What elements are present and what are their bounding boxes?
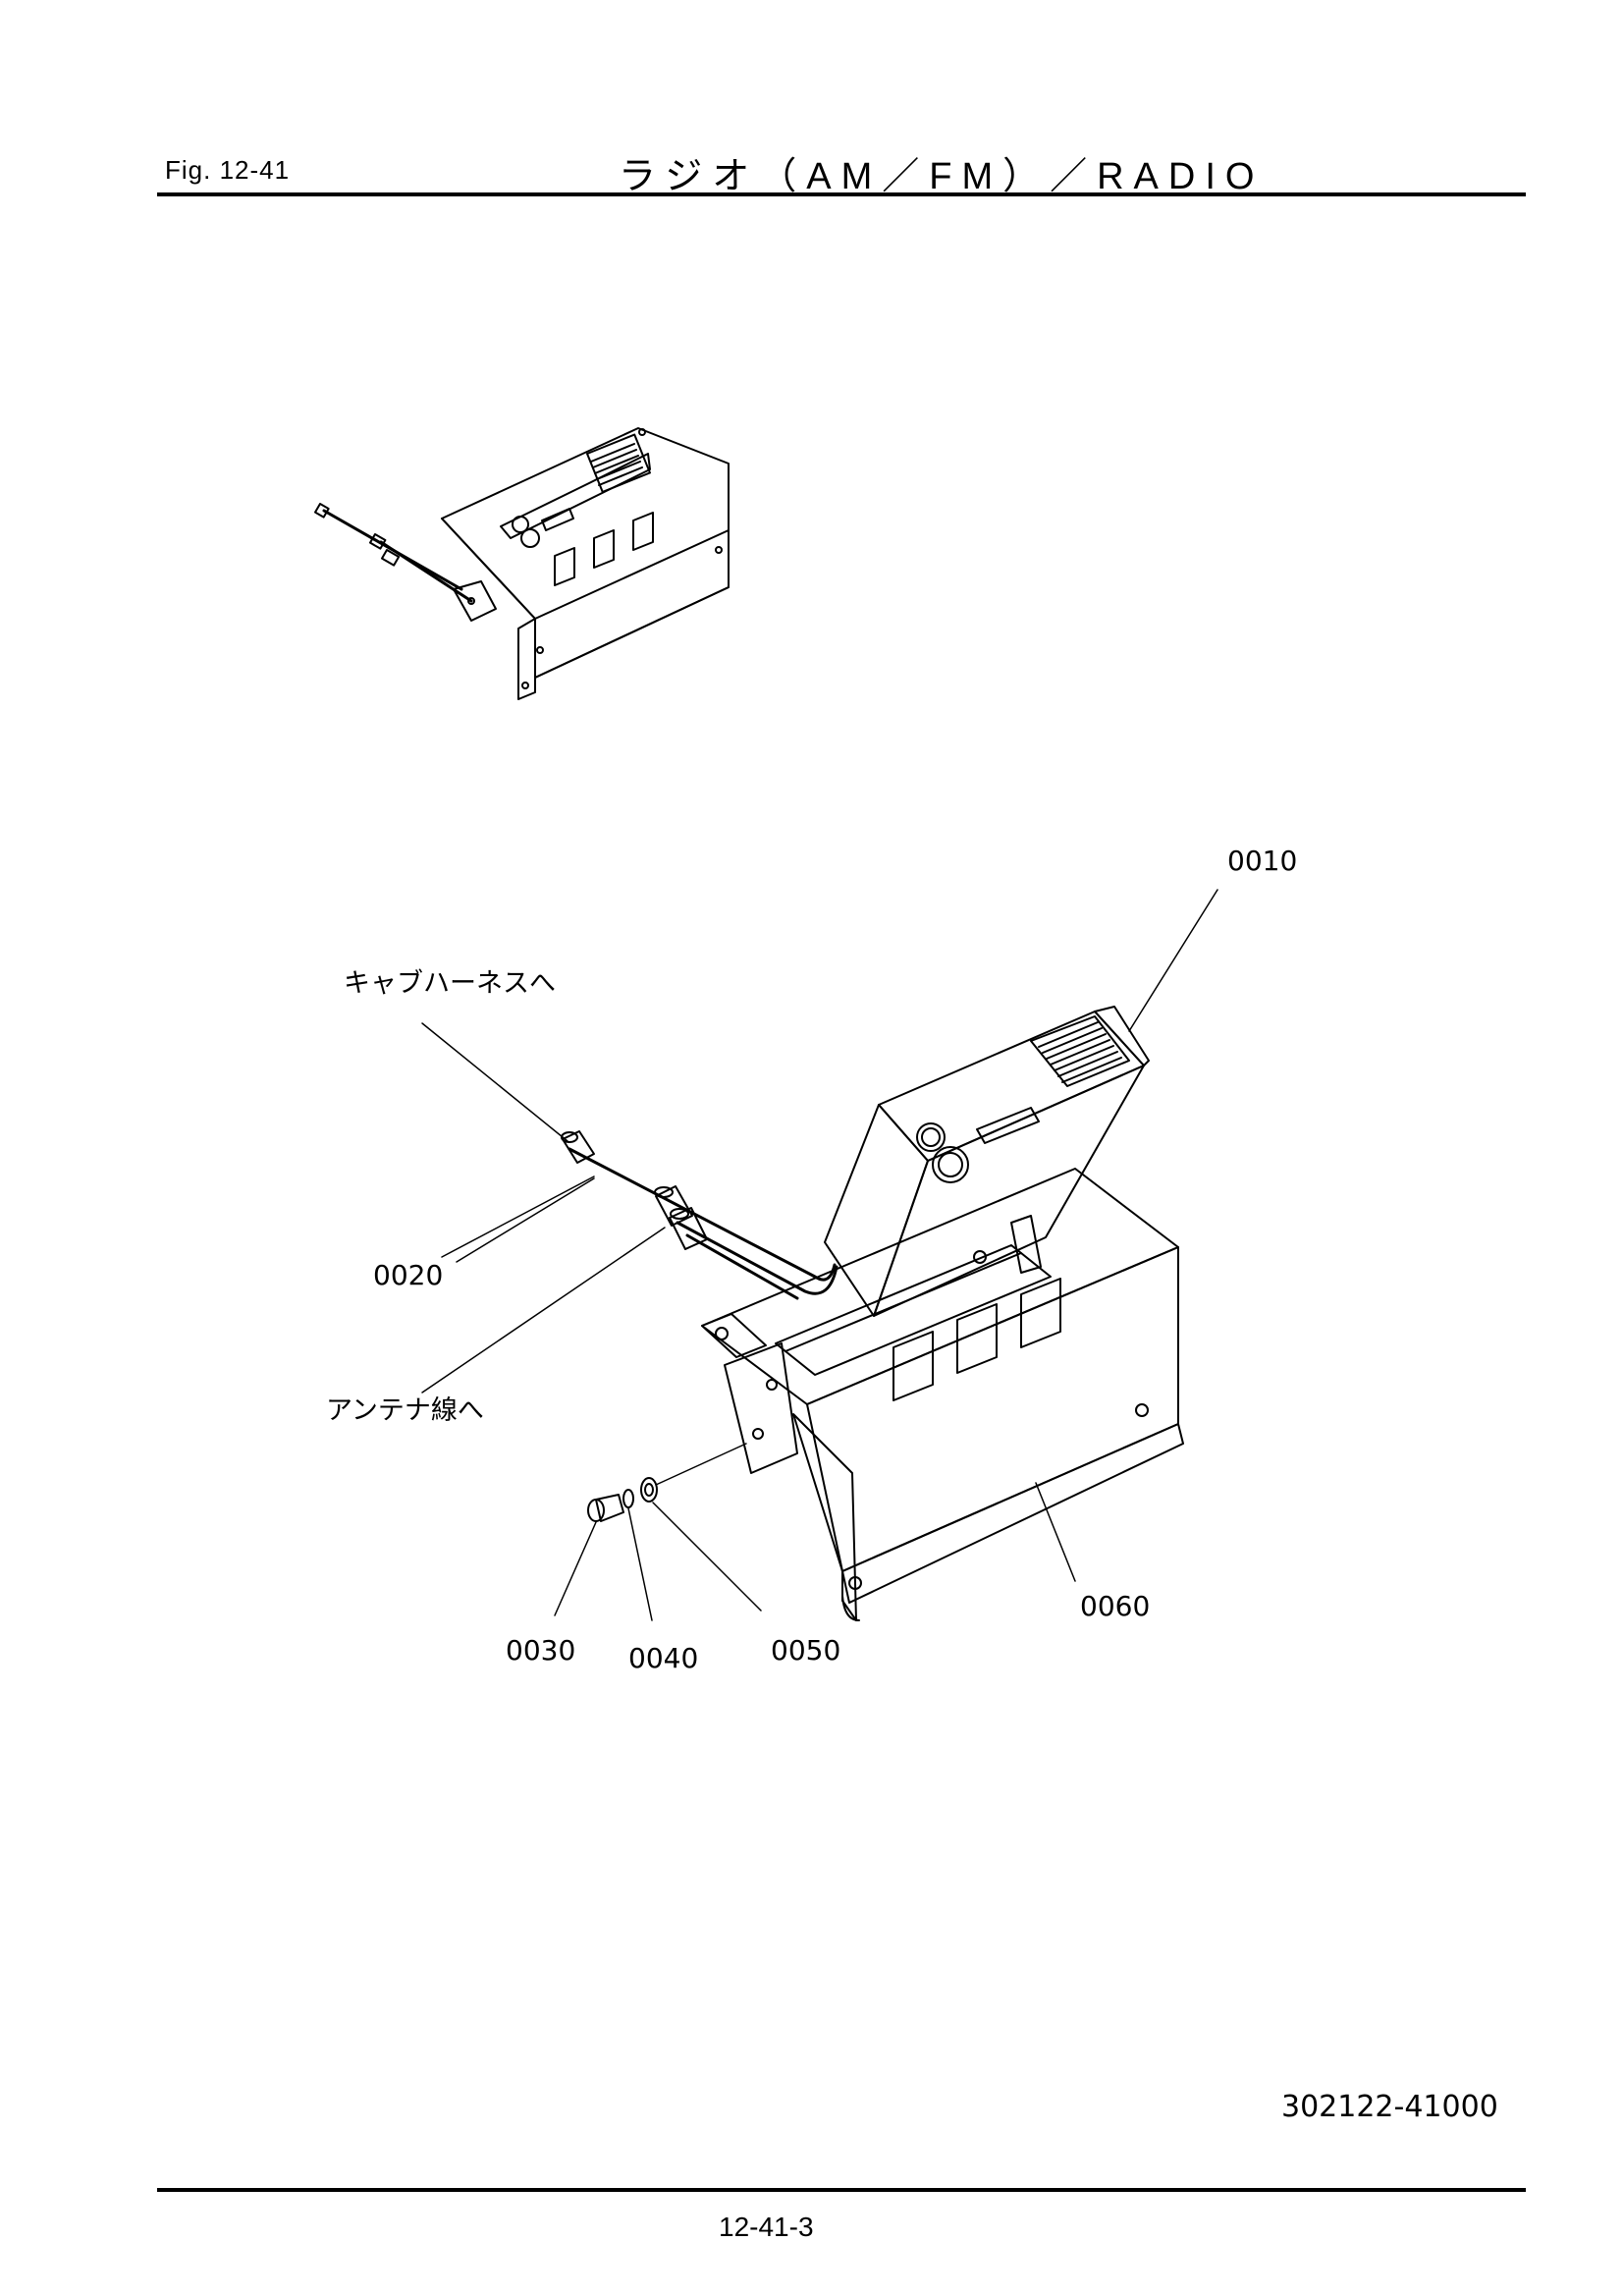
note-to-cab-harness: キャブハーネスへ <box>344 968 556 999</box>
callout-0010: 0010 <box>1227 845 1297 877</box>
callout-0020: 0020 <box>373 1259 443 1291</box>
overview-drawing <box>314 427 730 700</box>
callout-0050: 0050 <box>771 1634 840 1667</box>
callout-0060: 0060 <box>1080 1590 1150 1622</box>
document-number: 302122-41000 <box>1281 2090 1498 2124</box>
radio-0010 <box>824 1006 1150 1317</box>
callout-0040: 0040 <box>628 1642 698 1674</box>
callout-0030: 0030 <box>506 1634 575 1667</box>
bracket-0060 <box>701 1168 1184 1621</box>
leader-lines <box>421 889 1218 1621</box>
page-title: ラジオ（AM／FM）／RADIO <box>619 156 1265 197</box>
hardware-0030-0050 <box>587 1443 747 1522</box>
note-to-antenna: アンテナ線へ <box>326 1395 484 1426</box>
figure-number: Fig. 12-41 <box>165 155 291 185</box>
header-rule <box>157 192 1526 196</box>
cable-harness-0020 <box>561 1130 839 1300</box>
footer-rule <box>157 2188 1526 2192</box>
page-number: 12-41-3 <box>719 2212 814 2242</box>
